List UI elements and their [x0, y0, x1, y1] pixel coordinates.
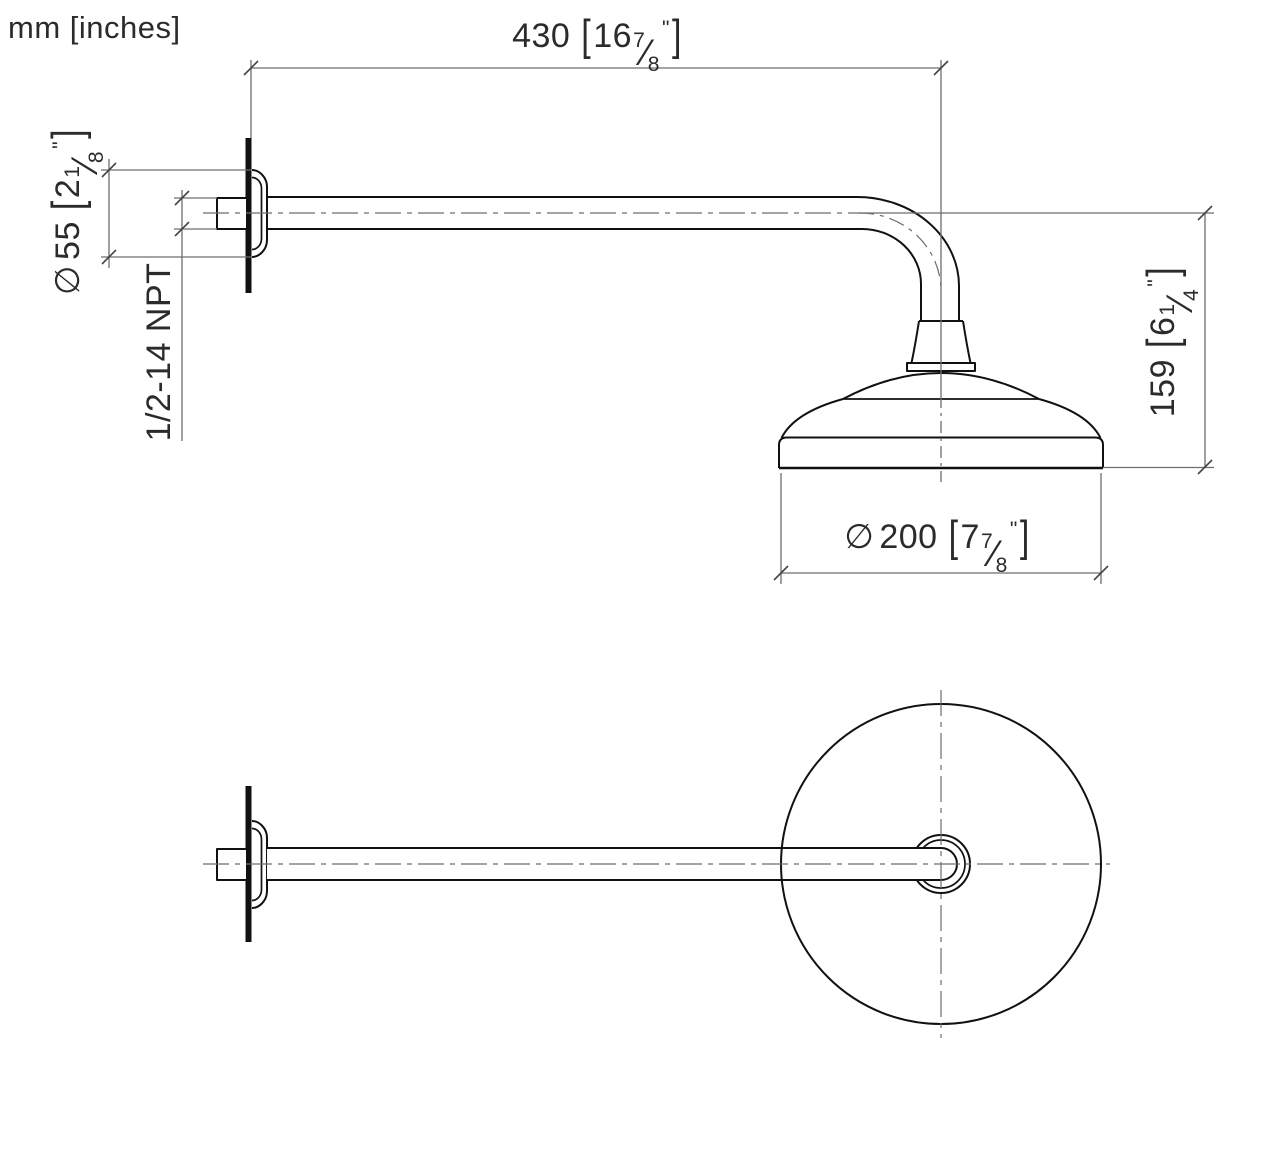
inch-value: 7 — [960, 517, 980, 556]
side-view — [216, 138, 1104, 470]
mm-value: 200 — [879, 517, 938, 556]
mm-value: 430 — [512, 16, 571, 55]
head-flare-right — [1038, 398, 1102, 439]
bracket-open: [ — [948, 512, 959, 562]
bracket-open: [ — [1138, 338, 1188, 348]
inch-value: 16 — [593, 16, 633, 55]
bracket-close: ] — [1138, 266, 1188, 277]
inch-mark: " — [1144, 278, 1168, 287]
tick — [773, 565, 789, 581]
head-flare-left — [780, 398, 844, 439]
tick — [101, 249, 117, 265]
mm-value: 55 — [48, 221, 87, 260]
inch-mark: " — [1009, 518, 1018, 542]
inch-fraction: 1⁄4 — [1155, 288, 1203, 316]
bracket-close: ] — [43, 128, 93, 139]
inch-fraction: 7⁄8 — [980, 529, 1008, 577]
dimension-lines — [101, 60, 1214, 584]
bracket-open: [ — [581, 11, 592, 61]
diameter-symbol: ∅ — [48, 264, 87, 296]
tick — [1197, 459, 1213, 475]
dim-label-thread: 1/2-14 NPT — [140, 262, 178, 442]
diameter-symbol: ∅ — [844, 517, 875, 556]
head-rim-outline — [778, 436, 1104, 468]
dimension-ticks — [101, 60, 1213, 581]
inch-mark: " — [49, 140, 73, 149]
tick — [174, 190, 190, 206]
units-label: mm [inches] — [8, 10, 181, 45]
inch-value: 2 — [48, 178, 87, 199]
bracket-open: [ — [43, 200, 93, 211]
bracket-close: ] — [671, 11, 682, 61]
elbow-centerline-arc — [857, 212, 942, 294]
elbow-outer-curve — [856, 196, 960, 321]
bracket-close: ] — [1019, 512, 1030, 562]
inch-mark: " — [662, 17, 670, 41]
tick — [174, 221, 190, 237]
tick — [933, 60, 949, 76]
plan-view — [203, 690, 1110, 1038]
elbow-inner-curve — [861, 228, 922, 321]
inch-fraction: 7⁄8 — [633, 28, 660, 76]
mm-value: 159 — [1143, 359, 1182, 418]
inch-fraction: 1⁄8 — [60, 150, 108, 178]
inch-value: 6 — [1143, 316, 1182, 337]
tick — [243, 60, 259, 76]
tick — [101, 162, 117, 178]
tick — [1093, 565, 1109, 581]
thread-spec: 1/2-14 NPT — [140, 262, 178, 442]
tick — [1197, 205, 1213, 221]
